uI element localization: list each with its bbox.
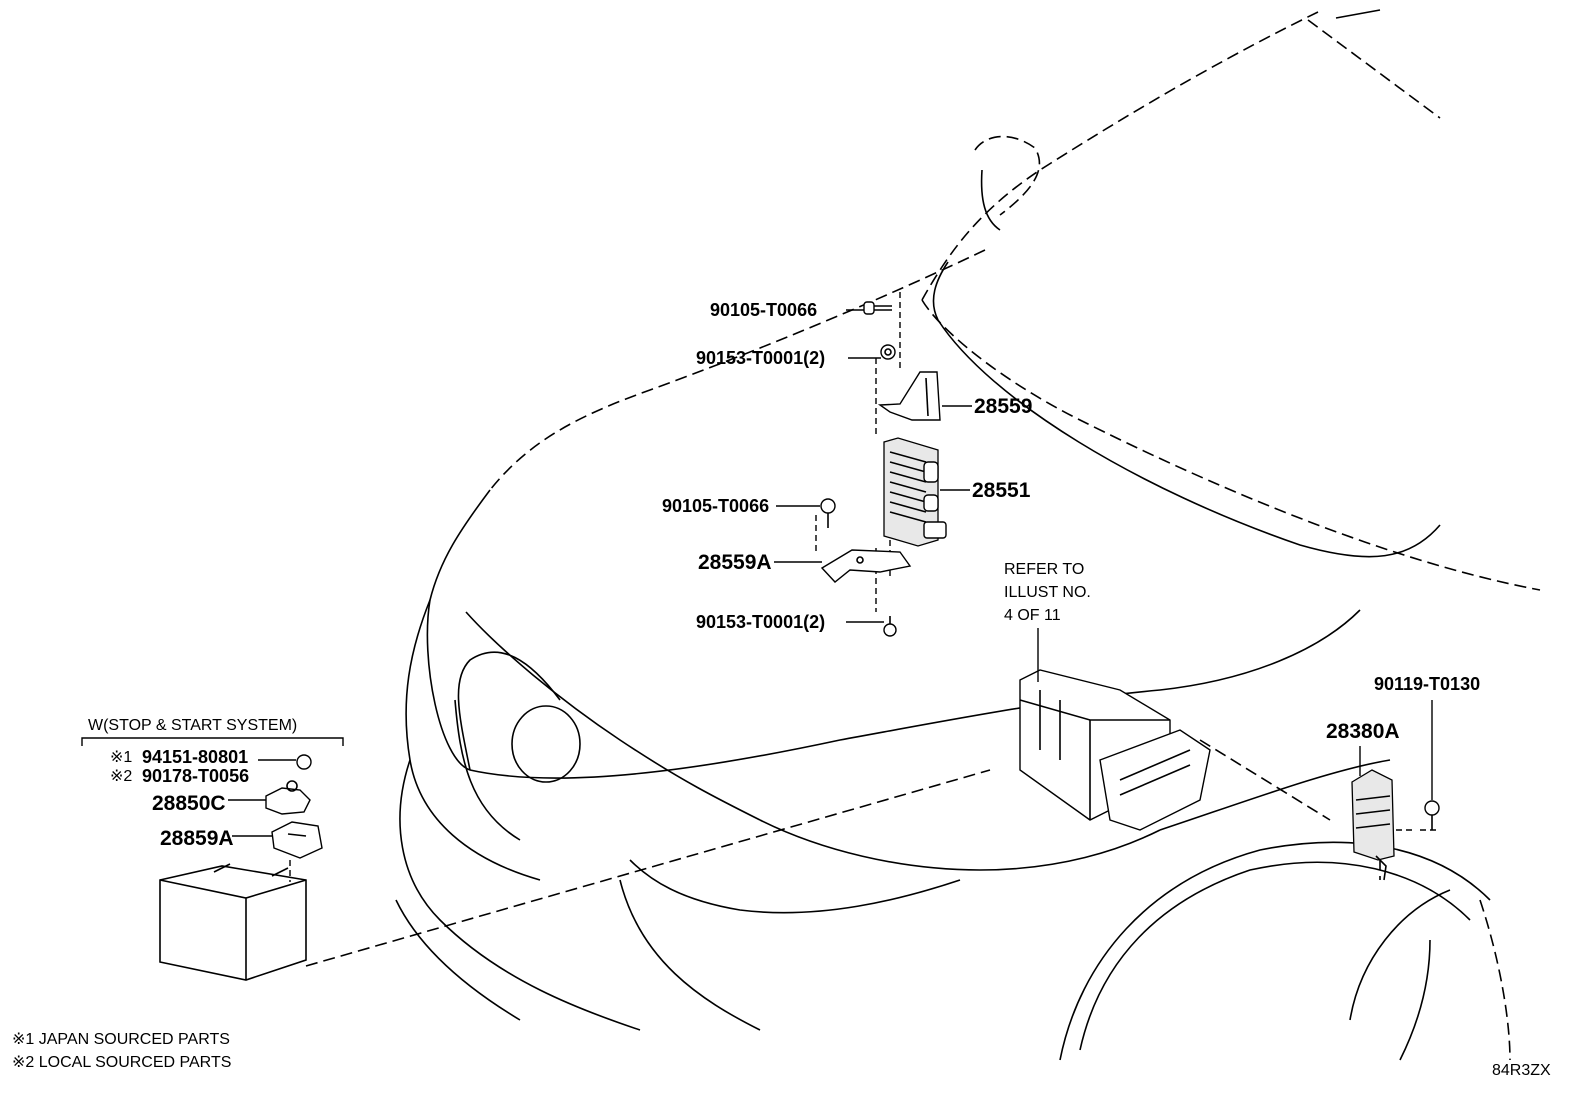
bracket-28559[interactable] bbox=[877, 371, 941, 421]
bolt-90105-mid[interactable] bbox=[820, 498, 836, 528]
label-90153-top[interactable]: 90153-T0001(2) bbox=[696, 348, 825, 368]
legend-note-2: ※2 LOCAL SOURCED PARTS bbox=[12, 1054, 231, 1071]
label-90178[interactable]: 90178-T0056 bbox=[142, 766, 249, 786]
labels: 90105-T0066 90153-T0001(2) 28559 28551 9… bbox=[12, 300, 1551, 1079]
label-stop-start-system: W(STOP & START SYSTEM) bbox=[88, 717, 297, 734]
nut-90153-top[interactable] bbox=[880, 344, 896, 360]
stop-start-bracket bbox=[81, 737, 344, 746]
clamp-28859A[interactable] bbox=[271, 821, 323, 859]
refer-line-2[interactable]: ILLUST NO. bbox=[1004, 584, 1091, 601]
label-28859A[interactable]: 28859A bbox=[160, 827, 234, 850]
battery[interactable] bbox=[159, 860, 307, 981]
label-90153-bottom[interactable]: 90153-T0001(2) bbox=[696, 612, 825, 632]
module-28551[interactable] bbox=[883, 437, 947, 547]
bolt-90119[interactable] bbox=[1424, 800, 1440, 830]
part-28380A[interactable] bbox=[1351, 769, 1395, 881]
bolt-90105-top[interactable] bbox=[863, 301, 892, 315]
label-28559[interactable]: 28559 bbox=[974, 395, 1032, 418]
label-90105-mid[interactable]: 90105-T0066 bbox=[662, 496, 769, 516]
label-94151[interactable]: 94151-80801 bbox=[142, 747, 248, 767]
battery-fuse-assembly[interactable] bbox=[1019, 669, 1211, 831]
illustration-code: 84R3ZX bbox=[1492, 1062, 1551, 1079]
legend-note-1: ※1 JAPAN SOURCED PARTS bbox=[12, 1031, 230, 1048]
bracket-28559A[interactable] bbox=[820, 549, 912, 583]
label-28850C[interactable]: 28850C bbox=[152, 792, 226, 815]
label-mark-1: ※1 bbox=[110, 749, 132, 766]
refer-line-1[interactable]: REFER TO bbox=[1004, 561, 1084, 578]
nut-94151[interactable] bbox=[296, 754, 312, 770]
nut-90153-bottom[interactable] bbox=[883, 616, 897, 637]
label-28559A[interactable]: 28559A bbox=[698, 551, 772, 574]
leader-lines bbox=[228, 309, 1433, 837]
label-90105-top[interactable]: 90105-T0066 bbox=[710, 300, 817, 320]
label-90119[interactable]: 90119-T0130 bbox=[1374, 674, 1480, 694]
refer-line-3[interactable]: 4 OF 11 bbox=[1004, 607, 1061, 624]
label-28380A[interactable]: 28380A bbox=[1326, 720, 1400, 743]
connection-lines bbox=[305, 292, 1436, 967]
sensor-28850C[interactable] bbox=[265, 780, 311, 815]
vehicle-outline bbox=[395, 9, 1541, 1061]
label-28551[interactable]: 28551 bbox=[972, 479, 1031, 502]
label-mark-2: ※2 bbox=[110, 768, 132, 785]
